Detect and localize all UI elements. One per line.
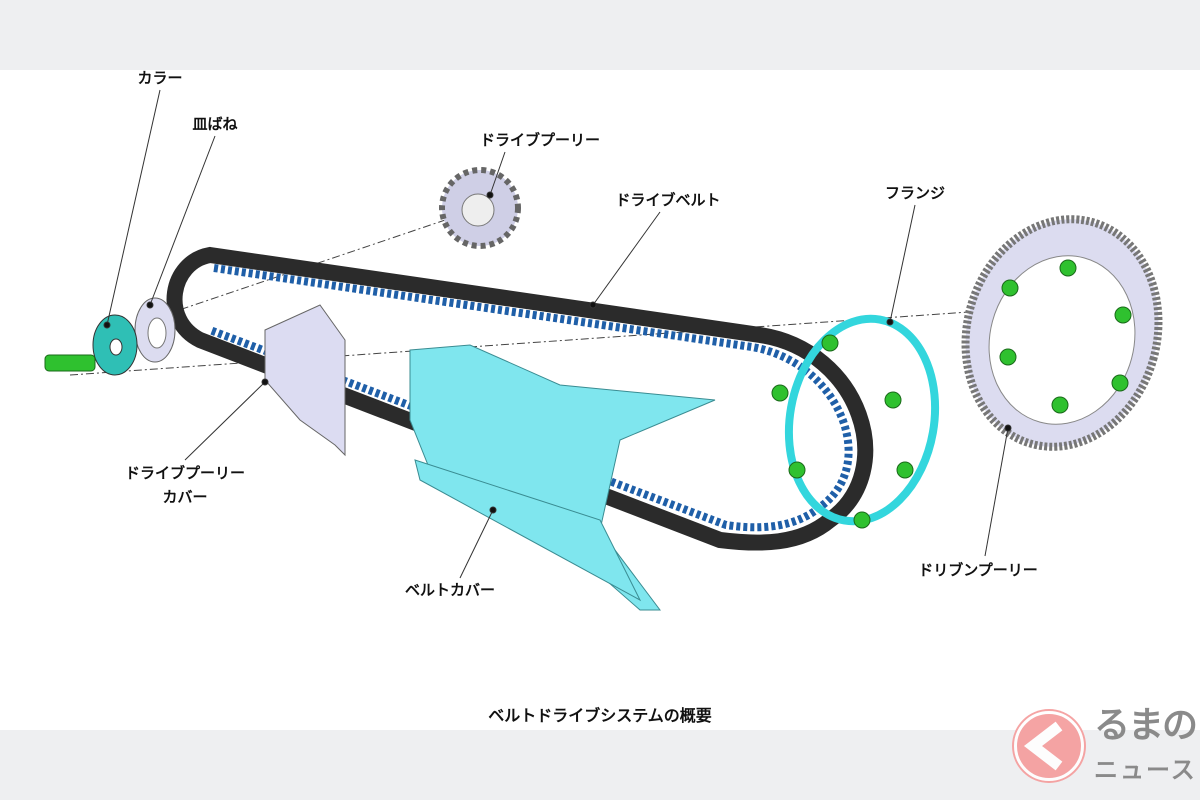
kuruma-news-logo: るまの ニュース — [1010, 705, 1200, 800]
drive-belt — [166, 246, 874, 551]
drive-pulley — [439, 167, 521, 249]
flange-bolts — [771, 334, 914, 529]
leader-lines — [103, 89, 1012, 579]
drive-pulley-cover — [264, 304, 346, 457]
diagram-caption: ベルトドライブシステムの概要 — [488, 706, 712, 725]
belt-cover — [409, 344, 716, 611]
label-belt-cover: ベルトカバー — [404, 581, 496, 599]
logo-chevron-icon — [1014, 711, 1084, 781]
label-drive-pulley-cover: ドライブプーリー カバー — [125, 461, 245, 509]
flange — [784, 314, 940, 526]
belt-cover-lower — [414, 459, 642, 602]
label-drive-pulley-cover-line2: カバー — [162, 488, 208, 506]
label-flange: フランジ — [884, 184, 946, 202]
top-band — [0, 0, 1200, 70]
bottom-band — [0, 730, 1200, 800]
logo-text-line2: ニュース — [1094, 756, 1197, 784]
label-driven-pulley: ドリブンプーリー — [918, 561, 1038, 579]
label-collar: カラー — [137, 69, 183, 87]
label-drive-belt: ドライブベルト — [615, 191, 721, 209]
driven-pulley — [961, 215, 1163, 451]
label-drive-pulley-cover-line1: ドライブプーリー — [124, 464, 246, 482]
label-disc-spring: 皿ばね — [192, 115, 238, 133]
bolt — [44, 354, 96, 372]
logo-text-line1: るまの — [1094, 705, 1198, 746]
label-drive-pulley: ドライブプーリー — [479, 131, 601, 149]
